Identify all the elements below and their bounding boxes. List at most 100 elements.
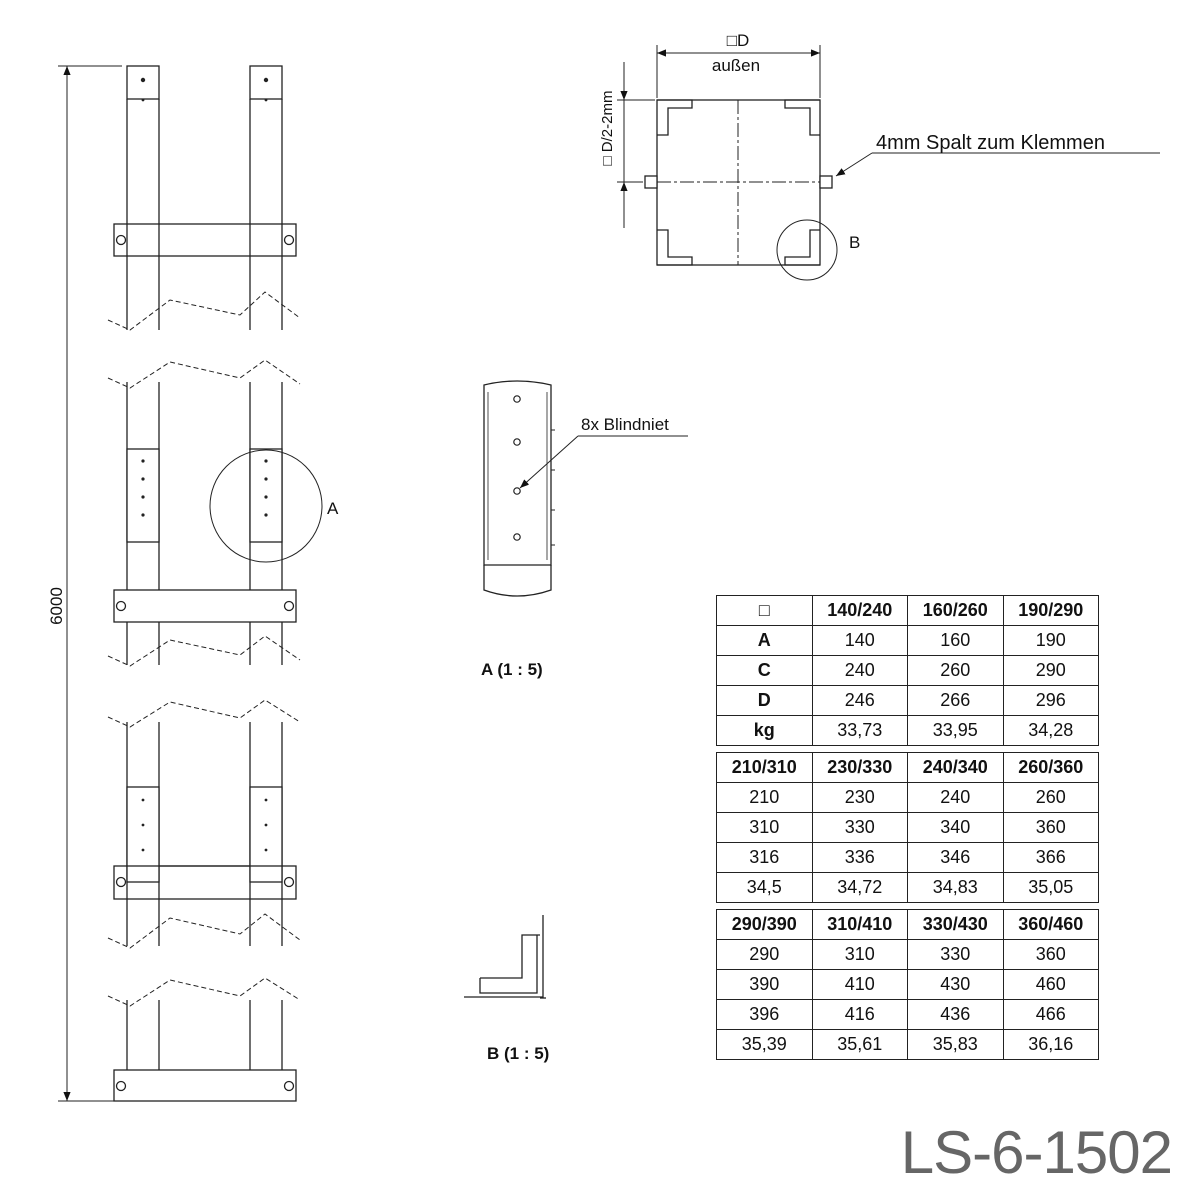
table-cell: 35,39 — [716, 1029, 813, 1060]
table-cell: 346 — [907, 842, 1004, 873]
table-row: C 240 260 290 — [716, 655, 1099, 686]
table-cell: 36,16 — [1002, 1029, 1099, 1060]
table-cell: 416 — [811, 999, 908, 1030]
spec-table-2: 210/310 230/330 240/340 260/360 210 230 … — [716, 752, 1099, 903]
table-row: 390 410 430 460 — [716, 969, 1099, 1000]
table-cell: 366 — [1002, 842, 1099, 873]
ladder-segment-bottom — [113, 1000, 297, 1102]
offset-dimension-label: □ D/2-2mm — [599, 91, 616, 166]
table-cell: 240 — [811, 655, 908, 686]
table-row: A 140 160 190 — [716, 625, 1099, 656]
width-dimension-label: □D — [727, 31, 750, 50]
table-cell: 246 — [811, 685, 908, 716]
rivet-note: 8x Blindniet — [581, 415, 669, 434]
table-cell: 390 — [716, 969, 813, 1000]
ladder-segment-top — [113, 65, 297, 330]
table-cell: 296 — [1002, 685, 1099, 716]
cross-section-view — [617, 45, 1160, 281]
ladder-segment-middle — [113, 382, 297, 665]
table-row: 316 336 346 366 — [716, 842, 1099, 873]
table-row-label: C — [716, 655, 813, 686]
table-header-cell: 230/330 — [811, 752, 908, 783]
table-header-cell: 240/340 — [907, 752, 1004, 783]
drawing-number: LS-6-1502 — [900, 1119, 1173, 1186]
detail-b-caption: B (1 : 5) — [487, 1044, 549, 1063]
table-row: 34,5 34,72 34,83 35,05 — [716, 872, 1099, 903]
table-cell: 260 — [907, 655, 1004, 686]
table-cell: 310 — [716, 812, 813, 843]
table-cell: 330 — [811, 812, 908, 843]
table-cell: 430 — [907, 969, 1004, 1000]
height-dimension — [58, 65, 122, 1102]
table-row: kg 33,73 33,95 34,28 — [716, 715, 1099, 746]
table-header-cell: 310/410 — [811, 909, 908, 940]
table-cell: 360 — [1002, 939, 1099, 970]
detail-b-circle — [776, 219, 838, 281]
table-row: 290 310 330 360 — [716, 939, 1099, 970]
table-cell: 140 — [811, 625, 908, 656]
table-cell: 260 — [1002, 782, 1099, 813]
detail-b-view — [464, 915, 546, 999]
table-cell: 396 — [716, 999, 813, 1030]
table-header-cell: 360/460 — [1002, 909, 1099, 940]
detail-a-circle — [209, 449, 323, 563]
side-view-fasteners — [140, 77, 269, 852]
spec-table-1: □ 140/240 160/260 190/290 A 140 160 190 … — [716, 595, 1099, 746]
table-cell: 33,73 — [811, 715, 908, 746]
table-cell: 34,83 — [907, 872, 1004, 903]
table-row-label: kg — [716, 715, 813, 746]
table-cell: 466 — [1002, 999, 1099, 1030]
table-cell: 190 — [1002, 625, 1099, 656]
table-row: 396 416 436 466 — [716, 999, 1099, 1030]
table-cell: 33,95 — [907, 715, 1004, 746]
detail-a-caption: A (1 : 5) — [481, 660, 543, 679]
table-cell: 34,28 — [1002, 715, 1099, 746]
ladder-side-view — [58, 65, 323, 1102]
table-header-cell: 330/430 — [907, 909, 1004, 940]
table-cell: 290 — [1002, 655, 1099, 686]
table-row: 35,39 35,61 35,83 36,16 — [716, 1029, 1099, 1060]
width-dimension-sublabel: außen — [712, 56, 760, 75]
spec-table-3: 290/390 310/410 330/430 360/460 290 310 … — [716, 909, 1099, 1060]
table-row: D 246 266 296 — [716, 685, 1099, 716]
table-header-cell: 260/360 — [1002, 752, 1099, 783]
break-lines — [107, 291, 301, 1007]
table-cell: 240 — [907, 782, 1004, 813]
table-cell: 160 — [907, 625, 1004, 656]
table-row-label: D — [716, 685, 813, 716]
table-header-row: □ 140/240 160/260 190/290 — [716, 595, 1099, 626]
detail-a-view — [483, 380, 688, 597]
height-label: 6000 — [47, 587, 66, 625]
table-header-cell: □ — [716, 595, 813, 626]
table-cell: 35,61 — [811, 1029, 908, 1060]
table-cell: 230 — [811, 782, 908, 813]
table-cell: 35,83 — [907, 1029, 1004, 1060]
table-header-row: 210/310 230/330 240/340 260/360 — [716, 752, 1099, 783]
table-cell: 336 — [811, 842, 908, 873]
table-cell: 34,72 — [811, 872, 908, 903]
table-cell: 266 — [907, 685, 1004, 716]
table-cell: 316 — [716, 842, 813, 873]
detail-b-marker: B — [849, 233, 860, 252]
table-cell: 360 — [1002, 812, 1099, 843]
table-cell: 330 — [907, 939, 1004, 970]
table-header-cell: 190/290 — [1002, 595, 1099, 626]
table-header-row: 290/390 310/410 330/430 360/460 — [716, 909, 1099, 940]
table-row: 210 230 240 260 — [716, 782, 1099, 813]
gap-note: 4mm Spalt zum Klemmen — [876, 132, 1105, 154]
table-cell: 340 — [907, 812, 1004, 843]
detail-a-rivets — [513, 395, 521, 541]
table-cell: 34,5 — [716, 872, 813, 903]
table-cell: 460 — [1002, 969, 1099, 1000]
detail-a-marker: A — [327, 499, 339, 518]
table-cell: 436 — [907, 999, 1004, 1030]
table-header-cell: 140/240 — [811, 595, 908, 626]
table-header-cell: 210/310 — [716, 752, 813, 783]
table-cell: 310 — [811, 939, 908, 970]
table-cell: 290 — [716, 939, 813, 970]
table-row: 310 330 340 360 — [716, 812, 1099, 843]
table-cell: 35,05 — [1002, 872, 1099, 903]
ladder-segment-lower — [113, 722, 297, 946]
